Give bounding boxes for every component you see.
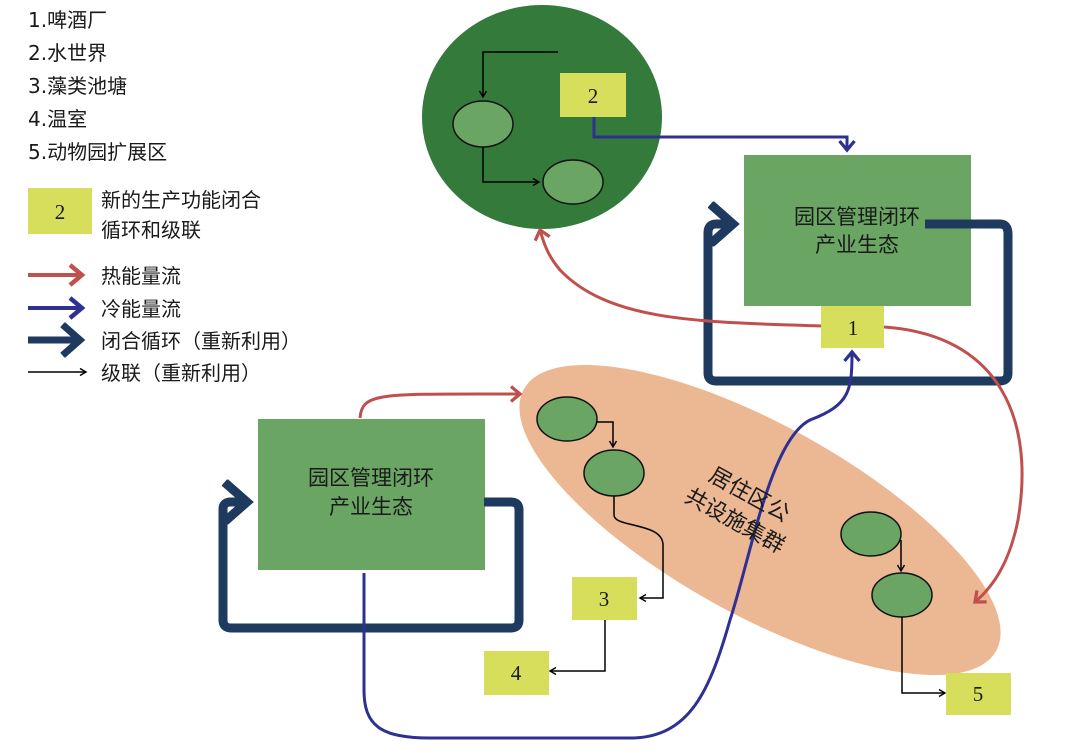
heat-flow-left-box-to-cluster bbox=[358, 385, 523, 419]
label-3-text: 3 bbox=[599, 587, 610, 611]
legend-loop-label: 闭合循环（重新利用） bbox=[101, 329, 301, 353]
cluster-node-4 bbox=[871, 572, 933, 618]
cascade-arrow-to-algae bbox=[613, 496, 664, 603]
cascade-arrow-node1-node2 bbox=[596, 421, 618, 449]
heat-flow-brewery-to-waterworld bbox=[533, 227, 823, 328]
waterworld-node-1 bbox=[452, 100, 514, 148]
heat-flow-brewery-to-zoo bbox=[883, 325, 1024, 604]
label-2-text: 2 bbox=[588, 84, 599, 108]
legend-yellow-badge: 2 bbox=[55, 200, 66, 224]
residential-cluster-ellipse bbox=[519, 364, 1001, 676]
legend-item-greenhouse: 4.温室 bbox=[28, 107, 87, 131]
label-4-text: 4 bbox=[511, 661, 522, 685]
label-1-text: 1 bbox=[848, 316, 859, 340]
cascade-arrow-to-zoo bbox=[901, 617, 947, 698]
waterworld-node-2 bbox=[542, 159, 604, 205]
label-box-5 bbox=[946, 673, 1011, 715]
label-box-4 bbox=[484, 651, 549, 695]
cluster-node-2 bbox=[583, 449, 645, 497]
right-box-line2: 产业生态 bbox=[815, 233, 899, 257]
cascade-arrow-to-greenhouse bbox=[548, 620, 606, 676]
label-box-1 bbox=[821, 306, 884, 348]
legend-yellow-line2: 循环和级联 bbox=[101, 218, 201, 242]
cluster-node-3 bbox=[840, 511, 902, 557]
left-box-line1: 园区管理闭环 bbox=[308, 466, 434, 490]
label-5-text: 5 bbox=[973, 682, 984, 706]
legend-item-algae-pond: 3.藻类池塘 bbox=[28, 74, 127, 98]
label-box-2 bbox=[560, 73, 626, 117]
cluster-node-1 bbox=[536, 396, 598, 442]
left-industry-box bbox=[258, 419, 485, 570]
legend-yellow-line1: 新的生产功能闭合 bbox=[101, 188, 261, 212]
cold-flow-waterworld-to-box bbox=[592, 116, 856, 153]
label-box-3 bbox=[572, 577, 637, 620]
right-closed-loop-arrow bbox=[703, 224, 1013, 386]
right-industry-box bbox=[744, 155, 971, 306]
legend-cold-label: 冷能量流 bbox=[101, 297, 181, 321]
right-box-line1: 园区管理闭环 bbox=[794, 205, 920, 229]
cold-flow-left-box-to-brewery bbox=[362, 349, 861, 740]
waterworld-circle bbox=[422, 5, 662, 229]
legend-item-brewery: 1.啤酒厂 bbox=[28, 8, 107, 32]
legend-item-waterworld: 2.水世界 bbox=[28, 41, 107, 65]
left-box-line2: 产业生态 bbox=[329, 495, 413, 519]
left-closed-loop-arrow bbox=[218, 502, 524, 633]
legend-cascade-label: 级联（重新利用） bbox=[101, 361, 261, 385]
legend-yellow-swatch bbox=[28, 188, 92, 234]
legend: 1.啤酒厂 2.水世界 3.藻类池塘 4.温室 5.动物园扩展区 2 新的生产功… bbox=[28, 8, 301, 385]
cascade-arrow-circle-bottom bbox=[482, 147, 541, 187]
cascade-arrow-circle-top bbox=[478, 51, 558, 99]
legend-heat-label: 热能量流 bbox=[101, 264, 181, 288]
legend-item-zoo-extension: 5.动物园扩展区 bbox=[28, 140, 167, 164]
